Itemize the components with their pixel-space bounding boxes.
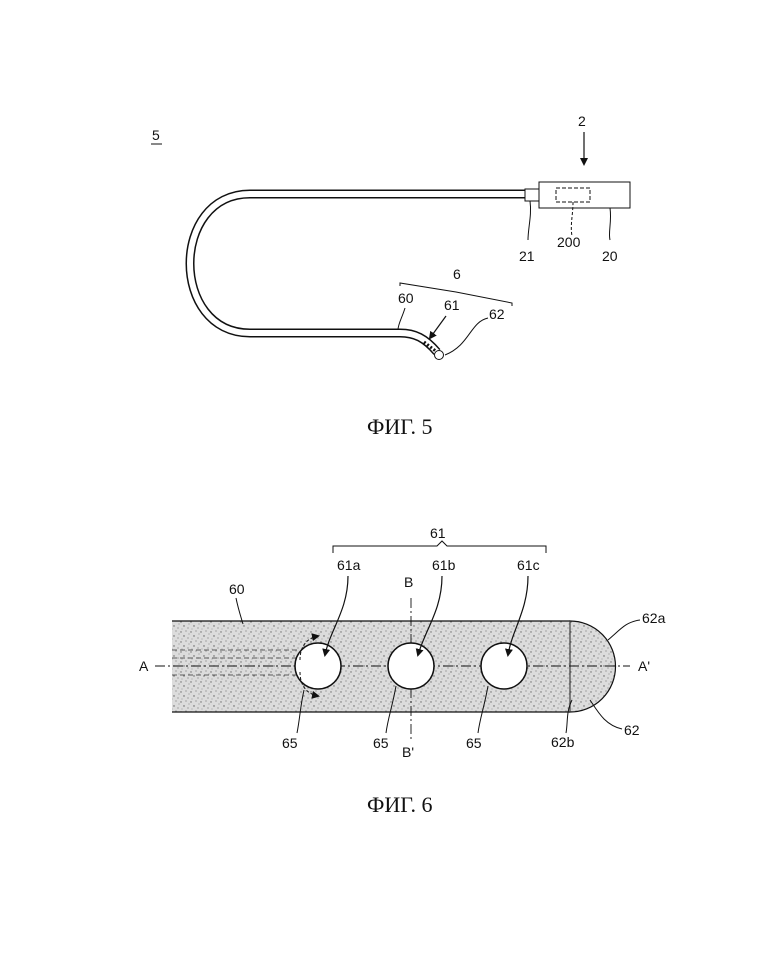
figure-5: 5 2 21 200 20 6 60 61 62 ФИ xyxy=(151,113,630,439)
fig5-leader-20 xyxy=(609,208,610,240)
fig5-cable xyxy=(190,194,527,352)
fig6-win-c-label: 61c xyxy=(517,557,540,573)
fig5-device-label: 2 xyxy=(578,113,586,129)
fig5-housing-label: 20 xyxy=(602,248,618,264)
fig6-section-a-left: A xyxy=(139,658,149,674)
fig6-section-b-top: B xyxy=(404,574,413,590)
fig6-group-bracket xyxy=(333,541,546,553)
fig6-leader-62a xyxy=(608,620,640,640)
fig6-tip-label: 62 xyxy=(624,722,640,738)
fig5-tip-label: 62 xyxy=(489,306,505,322)
fig6-hole-2-label: 65 xyxy=(373,735,389,751)
fig6-hole-1-label: 65 xyxy=(282,735,298,751)
fig5-caption: ФИГ. 5 xyxy=(367,414,433,439)
fig6-group-label: 61 xyxy=(430,525,446,541)
fig6-section-b-bottom: B' xyxy=(402,744,414,760)
fig6-win-b-label: 61b xyxy=(432,557,456,573)
fig6-shaft-label: 60 xyxy=(229,581,245,597)
fig5-shaft-label: 60 xyxy=(398,290,414,306)
fig5-assembly-label: 5 xyxy=(152,127,160,143)
fig5-component-label: 200 xyxy=(557,234,581,250)
fig6-tip-boundary-label: 62b xyxy=(551,734,575,750)
fig5-window-label: 61 xyxy=(444,297,460,313)
fig5-connector-label: 21 xyxy=(519,248,535,264)
fig5-housing xyxy=(539,182,630,208)
fig6-section-a-right: A' xyxy=(638,658,650,674)
fig6-tip-curve-label: 62a xyxy=(642,610,666,626)
fig5-connector xyxy=(525,189,539,201)
fig5-tip xyxy=(435,351,444,360)
fig6-win-a-label: 61a xyxy=(337,557,361,573)
fig5-group-label: 6 xyxy=(453,266,461,282)
fig5-leader-60 xyxy=(398,308,405,330)
fig5-leader-21 xyxy=(528,201,531,240)
fig5-leader-62 xyxy=(445,318,488,355)
fig6-caption: ФИГ. 6 xyxy=(367,792,433,817)
fig5-window-arrow xyxy=(430,316,446,338)
fig6-window-3 xyxy=(481,643,527,689)
fig6-window-2 xyxy=(388,643,434,689)
fig6-leader-60 xyxy=(236,598,243,624)
fig6-tip xyxy=(570,621,616,712)
figure-6: 61 61a 61b 61c B B' A A' 60 62a 62 62b 6… xyxy=(139,525,666,817)
fig6-hole-3-label: 65 xyxy=(466,735,482,751)
